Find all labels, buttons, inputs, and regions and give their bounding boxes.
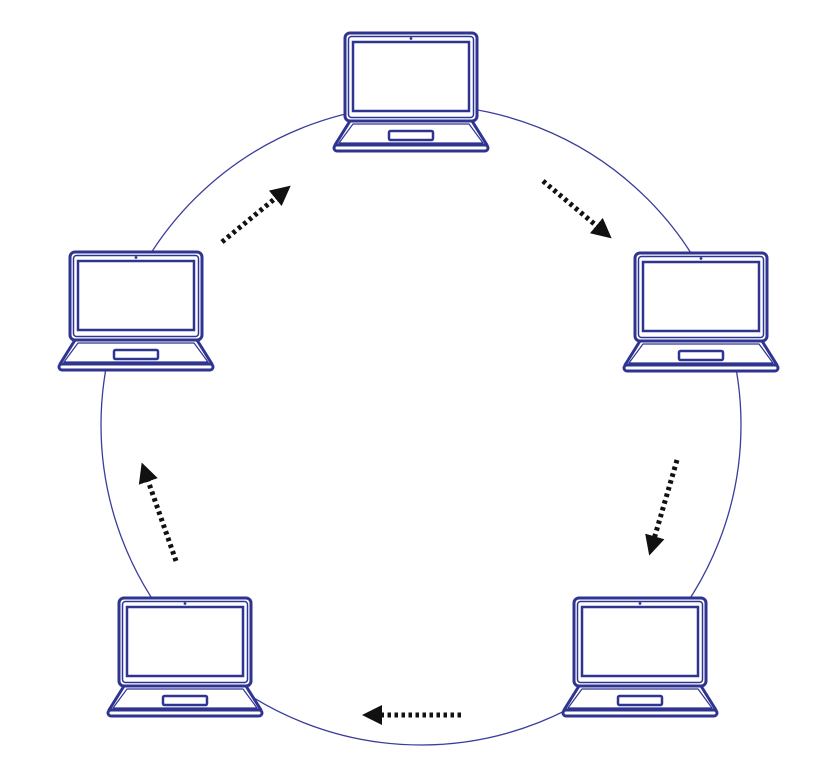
arrow-right-to-bottom-right [645,459,680,556]
laptop-node-left [57,250,215,372]
laptop-node-bottom-left [106,596,264,718]
laptop-icon [106,596,264,718]
laptop-icon [622,251,780,373]
laptop-icon [57,250,215,372]
arrow-top-to-right [541,179,612,239]
laptop-icon [332,31,490,153]
laptop-node-bottom-right [561,596,719,718]
arrow-bottom-left-to-left [138,462,179,562]
laptop-icon [561,596,719,718]
arrow-left-to-top [220,185,291,244]
laptop-node-right [622,251,780,373]
laptop-node-top [332,31,490,153]
